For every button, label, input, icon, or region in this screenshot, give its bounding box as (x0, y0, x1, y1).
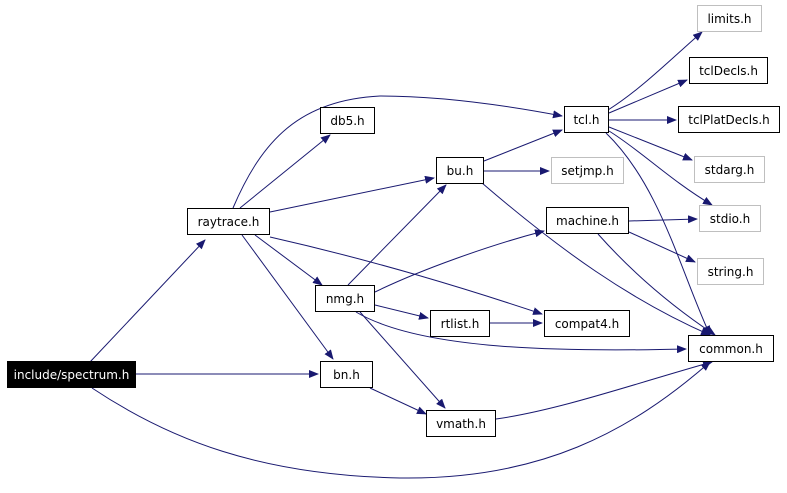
edge-nmg-machine (374, 229, 545, 293)
node-stdarg-h[interactable]: stdarg.h (694, 156, 765, 183)
edge-tcl-stdarg (608, 126, 693, 161)
node-tclPlatDecls-h[interactable]: tclPlatDecls.h (678, 106, 780, 133)
node-bn-h[interactable]: bn.h (320, 361, 373, 388)
edge-machine-common (597, 233, 716, 336)
node-vmath-h[interactable]: vmath.h (426, 410, 496, 437)
node-nmg-h[interactable]: nmg.h (315, 285, 375, 312)
node-compat4-h[interactable]: compat4.h (544, 310, 630, 337)
edge-bu-tcl (483, 129, 563, 162)
edge-raytrace-nmg (254, 234, 323, 286)
edge-raytrace-compat4 (269, 236, 543, 315)
node-rtlist-h[interactable]: rtlist.h (430, 310, 490, 337)
node-include-spectrum-h: include/spectrum.h (7, 361, 136, 388)
node-limits-h[interactable]: limits.h (697, 5, 762, 32)
edge-tcl-common (605, 132, 711, 336)
node-string-h[interactable]: string.h (697, 258, 764, 285)
edge-machine-string (628, 231, 696, 263)
edge-raytrace-bn (241, 234, 334, 360)
edge-bu-common (481, 182, 711, 336)
edge-tcl-stdio (608, 130, 713, 206)
node-common-h[interactable]: common.h (688, 335, 774, 362)
node-machine-h[interactable]: machine.h (546, 207, 629, 234)
node-tclDecls-h[interactable]: tclDecls.h (689, 57, 768, 84)
edge-raytrace-db5 (239, 134, 331, 209)
edge-machine-stdio (628, 215, 698, 224)
edge-spectrum-common (91, 361, 711, 479)
node-setjmp-h[interactable]: setjmp.h (551, 157, 624, 184)
node-tcl-h[interactable]: tcl.h (564, 106, 609, 133)
edge-vmath-common (495, 360, 713, 420)
edge-tcl-limits (607, 31, 703, 111)
edge-nmg-common (355, 311, 687, 354)
node-stdio-h[interactable]: stdio.h (699, 205, 761, 232)
edge-tcl-tclDecls (608, 79, 688, 114)
edge-nmg-rtlist (374, 304, 429, 320)
edge-bn-vmath (369, 387, 427, 415)
node-bu-h[interactable]: bu.h (436, 157, 484, 184)
edge-spectrum-raytrace (89, 239, 206, 363)
edge-nmg-bu (347, 184, 447, 286)
node-db5-h[interactable]: db5.h (320, 107, 375, 134)
edge-nmg-vmath (359, 311, 446, 409)
edge-raytrace-bu (269, 175, 435, 213)
edge-raytrace-tcl (232, 95, 563, 209)
node-raytrace-h[interactable]: raytrace.h (187, 208, 270, 235)
